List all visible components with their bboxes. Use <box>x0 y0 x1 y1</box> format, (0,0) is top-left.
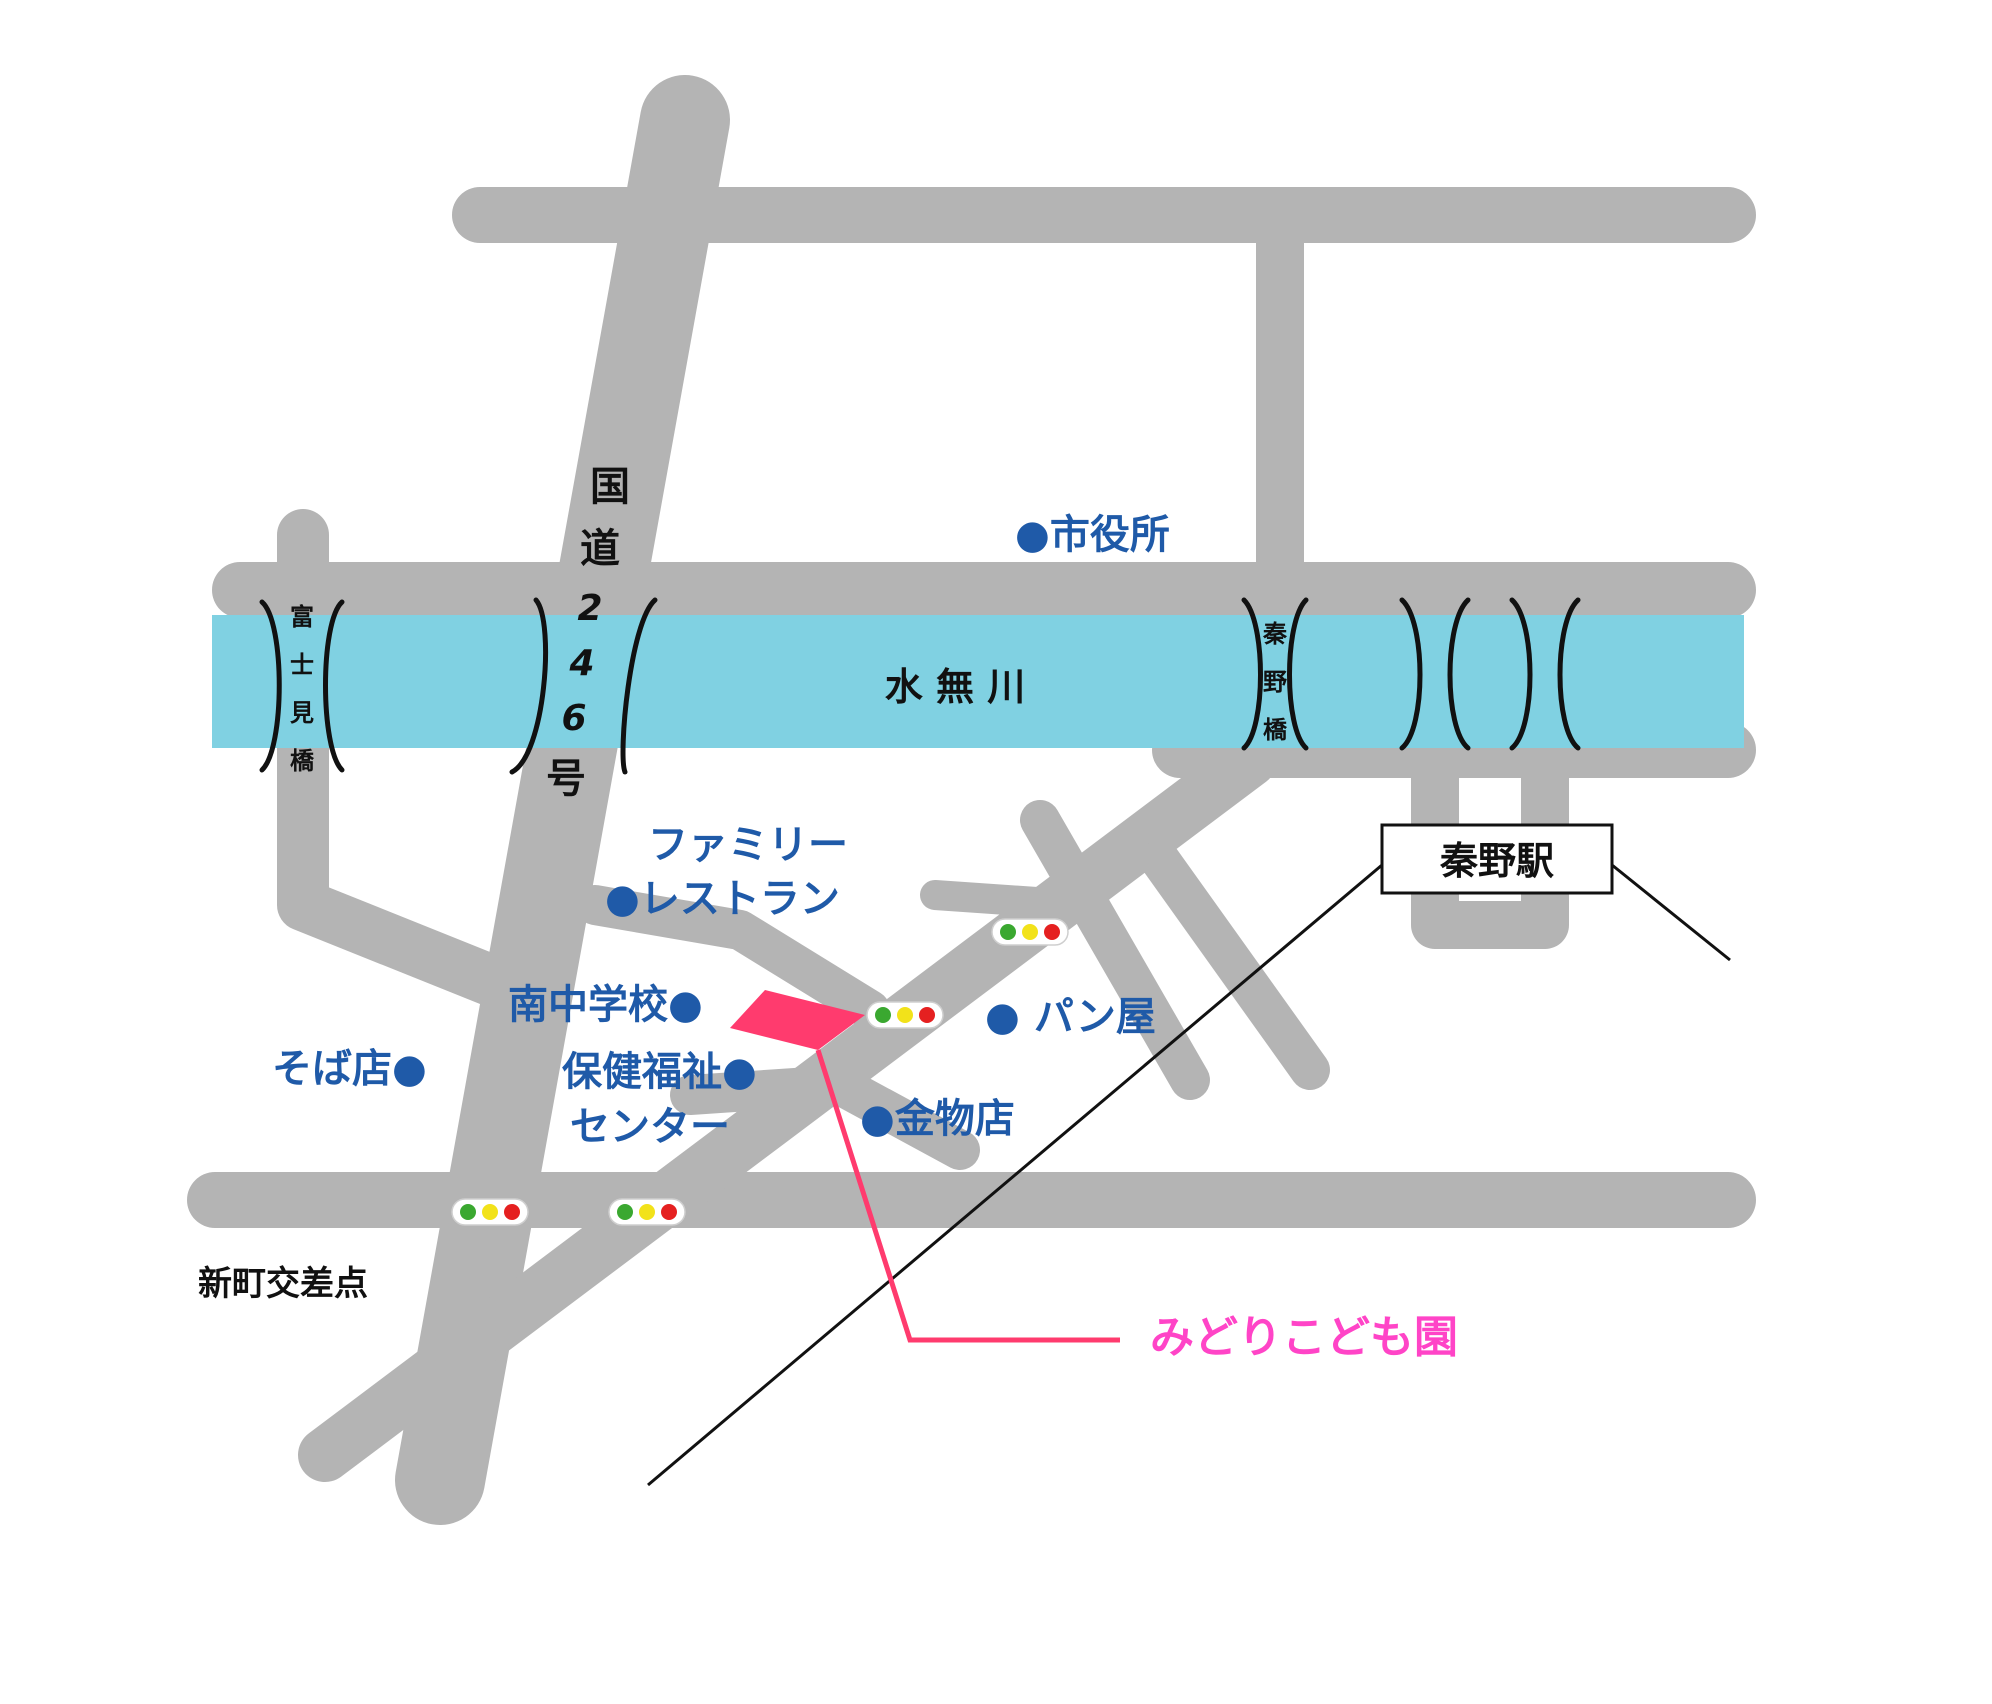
traffic-light-yellow <box>639 1204 655 1220</box>
poi-welfare-center-line2: センター <box>570 1104 730 1150</box>
school-road <box>575 885 890 1030</box>
side-lane <box>920 880 1095 920</box>
bridge-label-char: 見 <box>290 699 314 727</box>
traffic-light-yellow <box>1022 924 1038 940</box>
poi-hardware-store: ●金物店 <box>860 1096 1015 1142</box>
route-label-char: 2 <box>577 588 602 629</box>
bridge-hadano <box>1241 597 1309 751</box>
river-label: 水 無 川 <box>885 665 1025 709</box>
east-lane <box>1140 840 1330 1090</box>
route-246-label: 国 道 2 4 6 号 <box>546 464 630 802</box>
destination-building <box>730 990 865 1050</box>
bridge-bracket <box>1399 597 1423 751</box>
railway-line-west <box>647 863 1383 1487</box>
bridge-label-char: 野 <box>1263 668 1287 696</box>
route-label-char: 4 <box>568 643 594 684</box>
route-246 <box>395 75 730 1525</box>
destination-label: みどりこども園 <box>1150 1312 1458 1363</box>
traffic-light-yellow <box>897 1007 913 1023</box>
bridge-route-246 <box>509 597 658 775</box>
roads <box>187 75 1756 1525</box>
bakery-road <box>1020 800 1210 1100</box>
traffic-light-yellow <box>482 1204 498 1220</box>
poi-soba: そば店● <box>272 1046 427 1092</box>
intersection-label: 新町交差点 <box>198 1264 368 1304</box>
bridge-bracket <box>1447 597 1471 751</box>
traffic-light-green <box>875 1007 891 1023</box>
hadano-station: 秦野駅 <box>1380 823 1614 895</box>
traffic-light <box>451 1198 529 1226</box>
railway-line-east <box>1611 863 1731 962</box>
bridge-bracket <box>1241 597 1263 751</box>
bridge-bracket <box>1287 597 1309 751</box>
destination-leader-line <box>815 1049 1120 1343</box>
poi-welfare-center-line1: 保健福祉● <box>562 1049 757 1095</box>
bridge-east-2 <box>1509 597 1581 751</box>
bridge-label-char: 士 <box>290 651 314 679</box>
river <box>212 615 1744 748</box>
poi-bakery: ● パン屋 <box>985 994 1156 1040</box>
bridge-label-char: 富 <box>290 603 314 631</box>
bridge-fujimi <box>259 599 345 773</box>
bridge-bracket <box>323 599 345 773</box>
bridge-label-char: 橋 <box>290 747 315 775</box>
poi-middle-school: 南中学校● <box>508 982 703 1028</box>
traffic-light <box>608 1198 686 1226</box>
poi-family-restaurant-line1: ファミリー <box>648 822 848 868</box>
traffic-light-green <box>460 1204 476 1220</box>
bridge-bracket <box>620 597 658 775</box>
bridge-bracket <box>509 597 549 775</box>
bridge-label-fujimi: 富 士 見 橋 <box>290 603 315 775</box>
bridge-bracket <box>1557 597 1581 751</box>
railway <box>647 863 1731 1487</box>
station-box <box>1380 823 1614 895</box>
bridge-bracket <box>259 599 282 773</box>
shop-road <box>670 1065 980 1170</box>
bridge-bracket <box>1509 597 1533 751</box>
route-label-char: 道 <box>580 526 620 572</box>
traffic-light-red <box>661 1204 677 1220</box>
poi-city-hall: ●市役所 <box>1015 512 1170 558</box>
bridge-east-1 <box>1399 597 1471 751</box>
traffic-light-red <box>919 1007 935 1023</box>
traffic-light-red <box>504 1204 520 1220</box>
traffic-light <box>866 1001 944 1029</box>
bridge-label-char: 秦 <box>1262 620 1288 648</box>
traffic-light <box>991 918 1069 946</box>
poi-family-restaurant-line2: ●レストラン <box>605 876 840 922</box>
traffic-light-green <box>1000 924 1016 940</box>
traffic-light-red <box>1044 924 1060 940</box>
route-label-char: 国 <box>590 464 630 510</box>
station-label: 秦野駅 <box>1439 839 1554 883</box>
bridge-label-hadano: 秦 野 橋 <box>1262 620 1288 744</box>
traffic-light-green <box>617 1204 633 1220</box>
bridge-label-char: 橋 <box>1263 716 1288 744</box>
route-label-char: 号 <box>546 756 586 802</box>
route-label-char: 6 <box>561 698 586 739</box>
